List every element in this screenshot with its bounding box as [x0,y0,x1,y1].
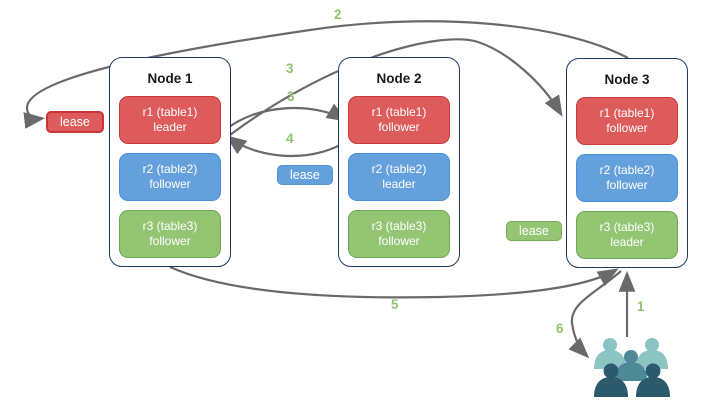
node3-replica-r3-table3: r3 (table3) leader [576,211,678,259]
replica-label: r3 (table3) [142,218,198,233]
replica-label: r3 (table3) [599,219,655,234]
replica-label: r2 (table2) [599,162,655,177]
node-1-box: Node 1 r1 (table1) leader r2 (table2) fo… [109,57,231,267]
step-label-1: 1 [637,299,645,314]
step-label-6: 6 [556,321,564,336]
node-1-title: Node 1 [147,71,193,86]
lease-badge-table2: lease [277,165,333,185]
node1-replica-r3-table3: r3 (table3) follower [119,210,221,258]
replica-label: r1 (table1) [371,104,427,119]
client-front-row [594,363,670,397]
node-2-box: Node 2 r1 (table1) follower r2 (table2) … [338,57,460,267]
arrow-step5-node1-to-node3 [169,265,619,299]
replica-role: follower [149,234,191,248]
replica-role: follower [606,121,648,135]
lease-badge-table3: lease [506,221,562,241]
replica-role: leader [153,120,187,134]
replica-label: r3 (table3) [371,218,427,233]
node2-replica-r3-table3: r3 (table3) follower [348,210,450,258]
node2-replica-r2-table2: r2 (table2) leader [348,153,450,201]
replica-label: r2 (table2) [142,161,198,176]
replica-role: follower [149,177,191,191]
lease-badge-table1: lease [46,111,104,133]
node2-replica-r1-table1: r1 (table1) follower [348,96,450,144]
replica-label: r1 (table1) [142,104,198,119]
step-label-3-far: 3 [286,61,294,76]
step-label-5: 5 [391,297,399,312]
node1-replica-r1-table1: r1 (table1) leader [119,96,221,144]
arrow-step3-node1-to-node2-r1 [222,103,348,133]
node-3-box: Node 3 r1 (table1) follower r2 (table2) … [566,58,688,268]
node1-replica-r2-table2: r2 (table2) follower [119,153,221,201]
step-label-4: 4 [286,131,294,146]
replica-role: follower [606,178,648,192]
replica-label: r1 (table1) [599,105,655,120]
replica-role: leader [382,177,416,191]
replica-role: leader [610,235,644,249]
replica-label: r2 (table2) [371,161,427,176]
node-2-title: Node 2 [376,71,422,86]
step-label-2: 2 [334,7,342,22]
replica-role: follower [378,234,420,248]
arrow-step6-node3-to-clients [568,270,622,359]
step-label-3-near: 3 [287,89,295,104]
node3-replica-r2-table2: r2 (table2) follower [576,154,678,202]
client-back-row [594,338,668,369]
node-3-title: Node 3 [604,72,650,87]
replica-role: follower [378,120,420,134]
client-middle [615,350,647,381]
node3-replica-r1-table1: r1 (table1) follower [576,97,678,145]
